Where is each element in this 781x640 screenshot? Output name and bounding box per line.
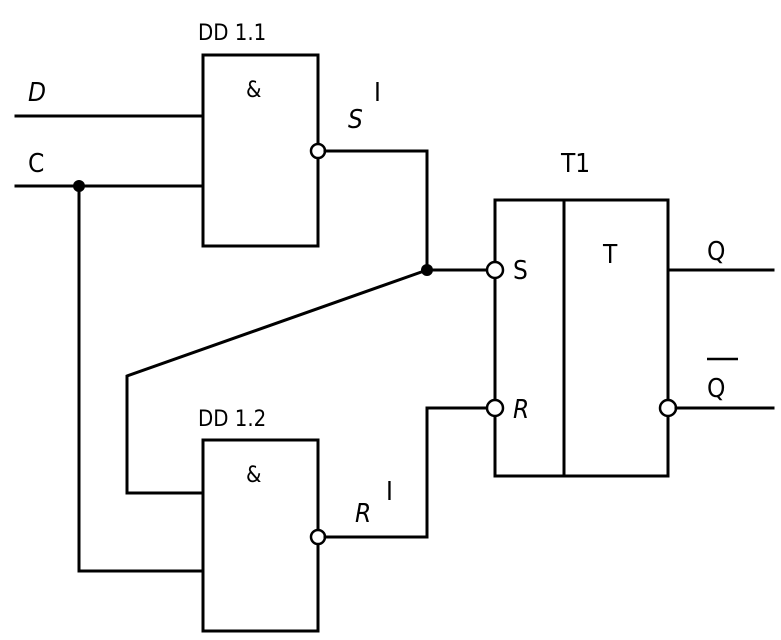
t1-label: T1 — [560, 149, 590, 179]
s-prime-line — [323, 149, 489, 272]
feedback-line — [125, 268, 429, 495]
t1-r-bubble — [485, 398, 505, 418]
q-bar-output-bubble — [658, 398, 678, 418]
q-output-label: Q — [707, 237, 725, 267]
s-prime-label: S — [348, 105, 363, 135]
t1-s-input-label: S — [513, 256, 528, 286]
r-prime-mark: I — [386, 477, 393, 507]
s-prime-mark: I — [374, 78, 381, 108]
c-input-label: C — [28, 149, 44, 179]
t1-r-input-label: R — [513, 395, 529, 425]
t1-trigger-box — [493, 198, 670, 478]
d-input-label: D — [28, 78, 46, 108]
t1-symbol: T — [602, 240, 618, 270]
dd12-and-symbol: & — [246, 463, 261, 488]
dd11-label: DD 1.1 — [198, 21, 266, 46]
dd11-and-symbol: & — [246, 78, 261, 103]
dd12-label: DD 1.2 — [198, 407, 266, 432]
q-bar-output-label: Q — [707, 374, 725, 404]
r-prime-label: R — [355, 499, 371, 529]
t1-s-bubble — [485, 260, 505, 280]
r-prime-line — [323, 406, 489, 539]
dd11-output-bubble — [309, 142, 327, 160]
dd12-output-bubble — [309, 528, 327, 546]
